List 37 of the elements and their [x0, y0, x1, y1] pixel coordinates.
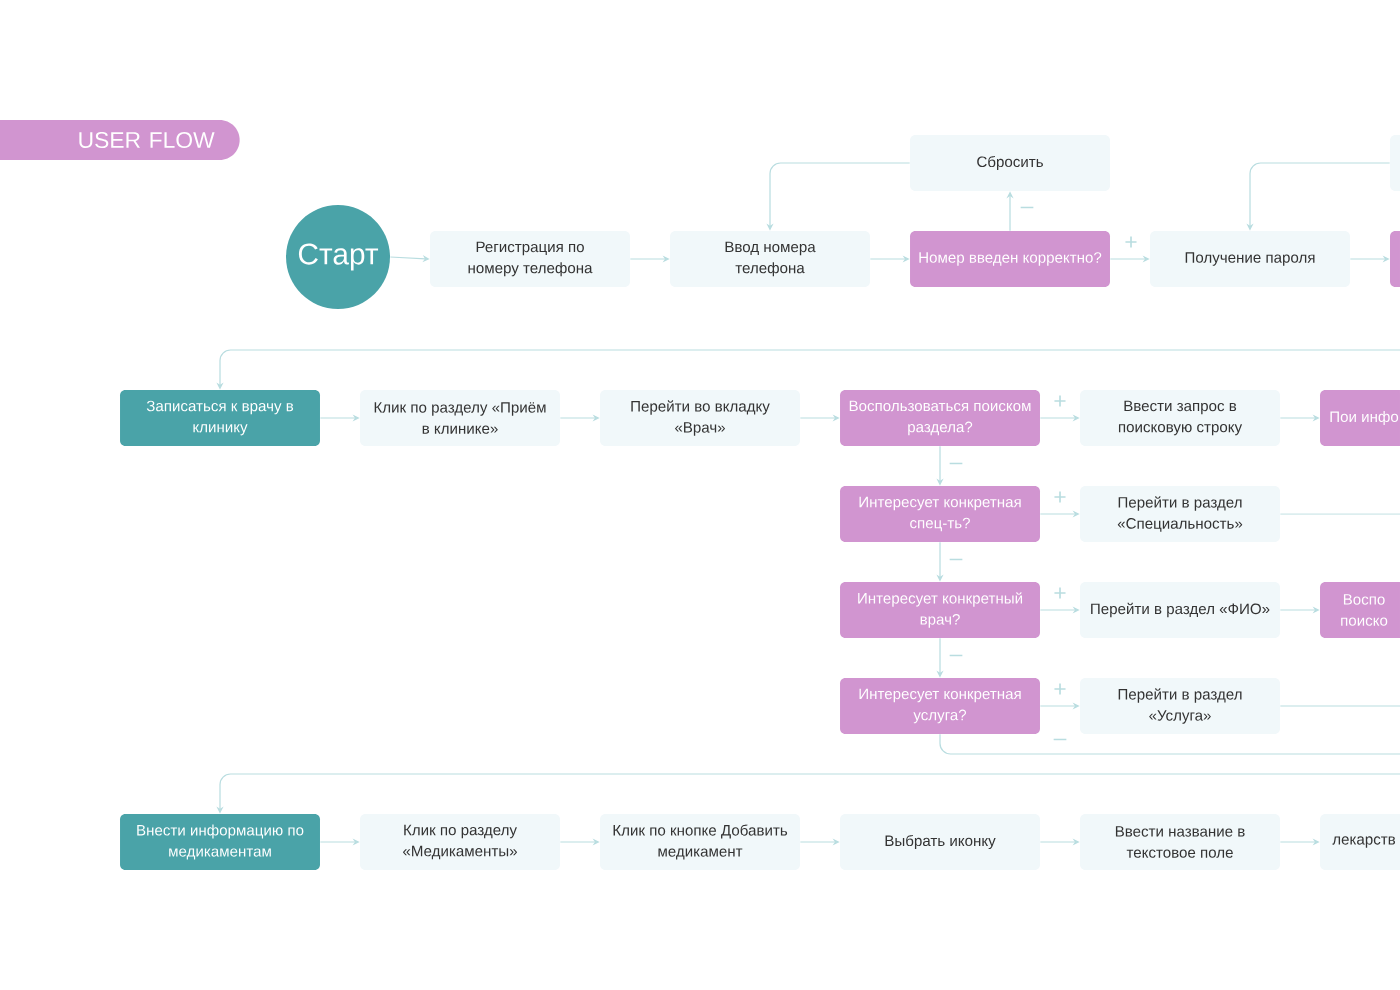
process-box: Выбрать иконку [840, 814, 1040, 870]
decision-box: Воспользоваться поиском раздела? [840, 390, 1040, 446]
process-box: Клик по кнопке Добавить медикамент [600, 814, 800, 870]
process-box: Перейти в раздел «Специальность» [1080, 486, 1280, 542]
edge-label: + [1051, 681, 1069, 699]
process-box: Перейти в раздел «ФИО» [1080, 582, 1280, 638]
edge-label: + [1051, 393, 1069, 411]
process-box: Перейти во вкладку «Врач» [600, 390, 800, 446]
edge-label: – [1018, 204, 1036, 216]
process-box: Регистрация по номеру телефона [430, 231, 630, 287]
empty-box [1390, 135, 1400, 191]
process-box: Внести информацию по медикаментам [120, 814, 320, 870]
edge-label: – [947, 556, 965, 568]
decision-box: Пои инфо [1320, 390, 1400, 446]
process-box: Клик по разделу «Приём в клинике» [360, 390, 560, 446]
process-box: Клик по разделу «Медикаменты» [360, 814, 560, 870]
decision-box: Интересует конкретная спец-ть? [840, 486, 1040, 542]
process-box: Ввести название в текстовое поле [1080, 814, 1280, 870]
process-box: Ввести запрос в поисковую строку [1080, 390, 1280, 446]
process-box: Получение пароля [1150, 231, 1350, 287]
process-box: Ввод номера телефона [670, 231, 870, 287]
empty-box [1390, 231, 1400, 287]
decision-box: Интересует конкретный врач? [840, 582, 1040, 638]
decision-box: Номер введен корректно? [910, 231, 1110, 287]
edge-label: – [947, 460, 965, 472]
process-box: Перейти в раздел «Услуга» [1080, 678, 1280, 734]
edge-label: – [1051, 736, 1069, 748]
process-box: Сбросить [910, 135, 1110, 191]
title-banner: USER FLOW [0, 120, 240, 160]
edge-label: – [947, 652, 965, 664]
edge-label: + [1122, 234, 1140, 252]
decision-box: Интересует конкретная услуга? [840, 678, 1040, 734]
decision-box: Воспо поиско [1320, 582, 1400, 638]
edge-label: + [1051, 585, 1069, 603]
edge-label: + [1051, 489, 1069, 507]
process-box: лекарств [1320, 814, 1400, 870]
process-box: Записаться к врачу в клинику [120, 390, 320, 446]
